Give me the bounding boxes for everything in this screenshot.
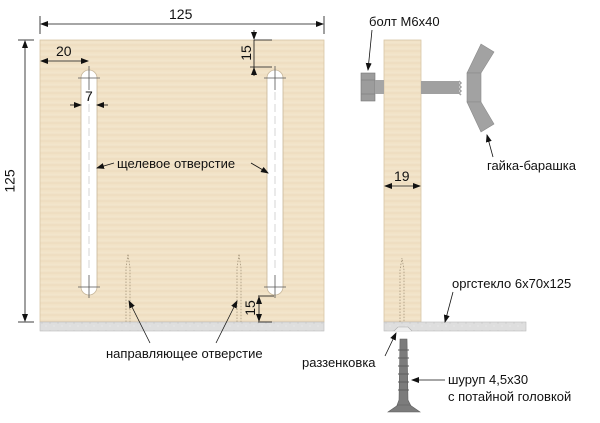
dim-bottom-offset-15: 15 <box>241 300 258 316</box>
dim-slot-offset-20: 20 <box>56 43 72 59</box>
label-screw-line2: с потайной головкой <box>448 389 572 404</box>
dim-top-offset-15: 15 <box>237 45 254 61</box>
label-bolt: болт М6х40 <box>369 14 440 29</box>
front-view <box>18 16 325 344</box>
dim-height-125: 125 <box>1 169 18 193</box>
label-screw-line1: шуруп 4,5х30 <box>448 372 529 387</box>
label-guide-hole: направляющее отверстие <box>106 346 263 361</box>
label-slot-hole: щелевое отверстие <box>117 156 236 171</box>
label-wing-nut: гайка-барашка <box>487 158 576 173</box>
plexiglass-side <box>383 321 527 332</box>
wing-nut <box>466 43 495 133</box>
dim-slot-width-7: 7 <box>85 88 93 104</box>
label-countersink: раззенковка <box>302 355 376 370</box>
plexiglass-front <box>39 321 325 332</box>
side-view <box>360 29 527 413</box>
bolt-head <box>360 72 376 102</box>
bolt-thread <box>421 81 459 94</box>
label-plexiglass: оргстекло 6х70х125 <box>452 276 572 291</box>
dim-thickness-19: 19 <box>394 168 410 184</box>
dim-width-125: 125 <box>169 6 193 22</box>
